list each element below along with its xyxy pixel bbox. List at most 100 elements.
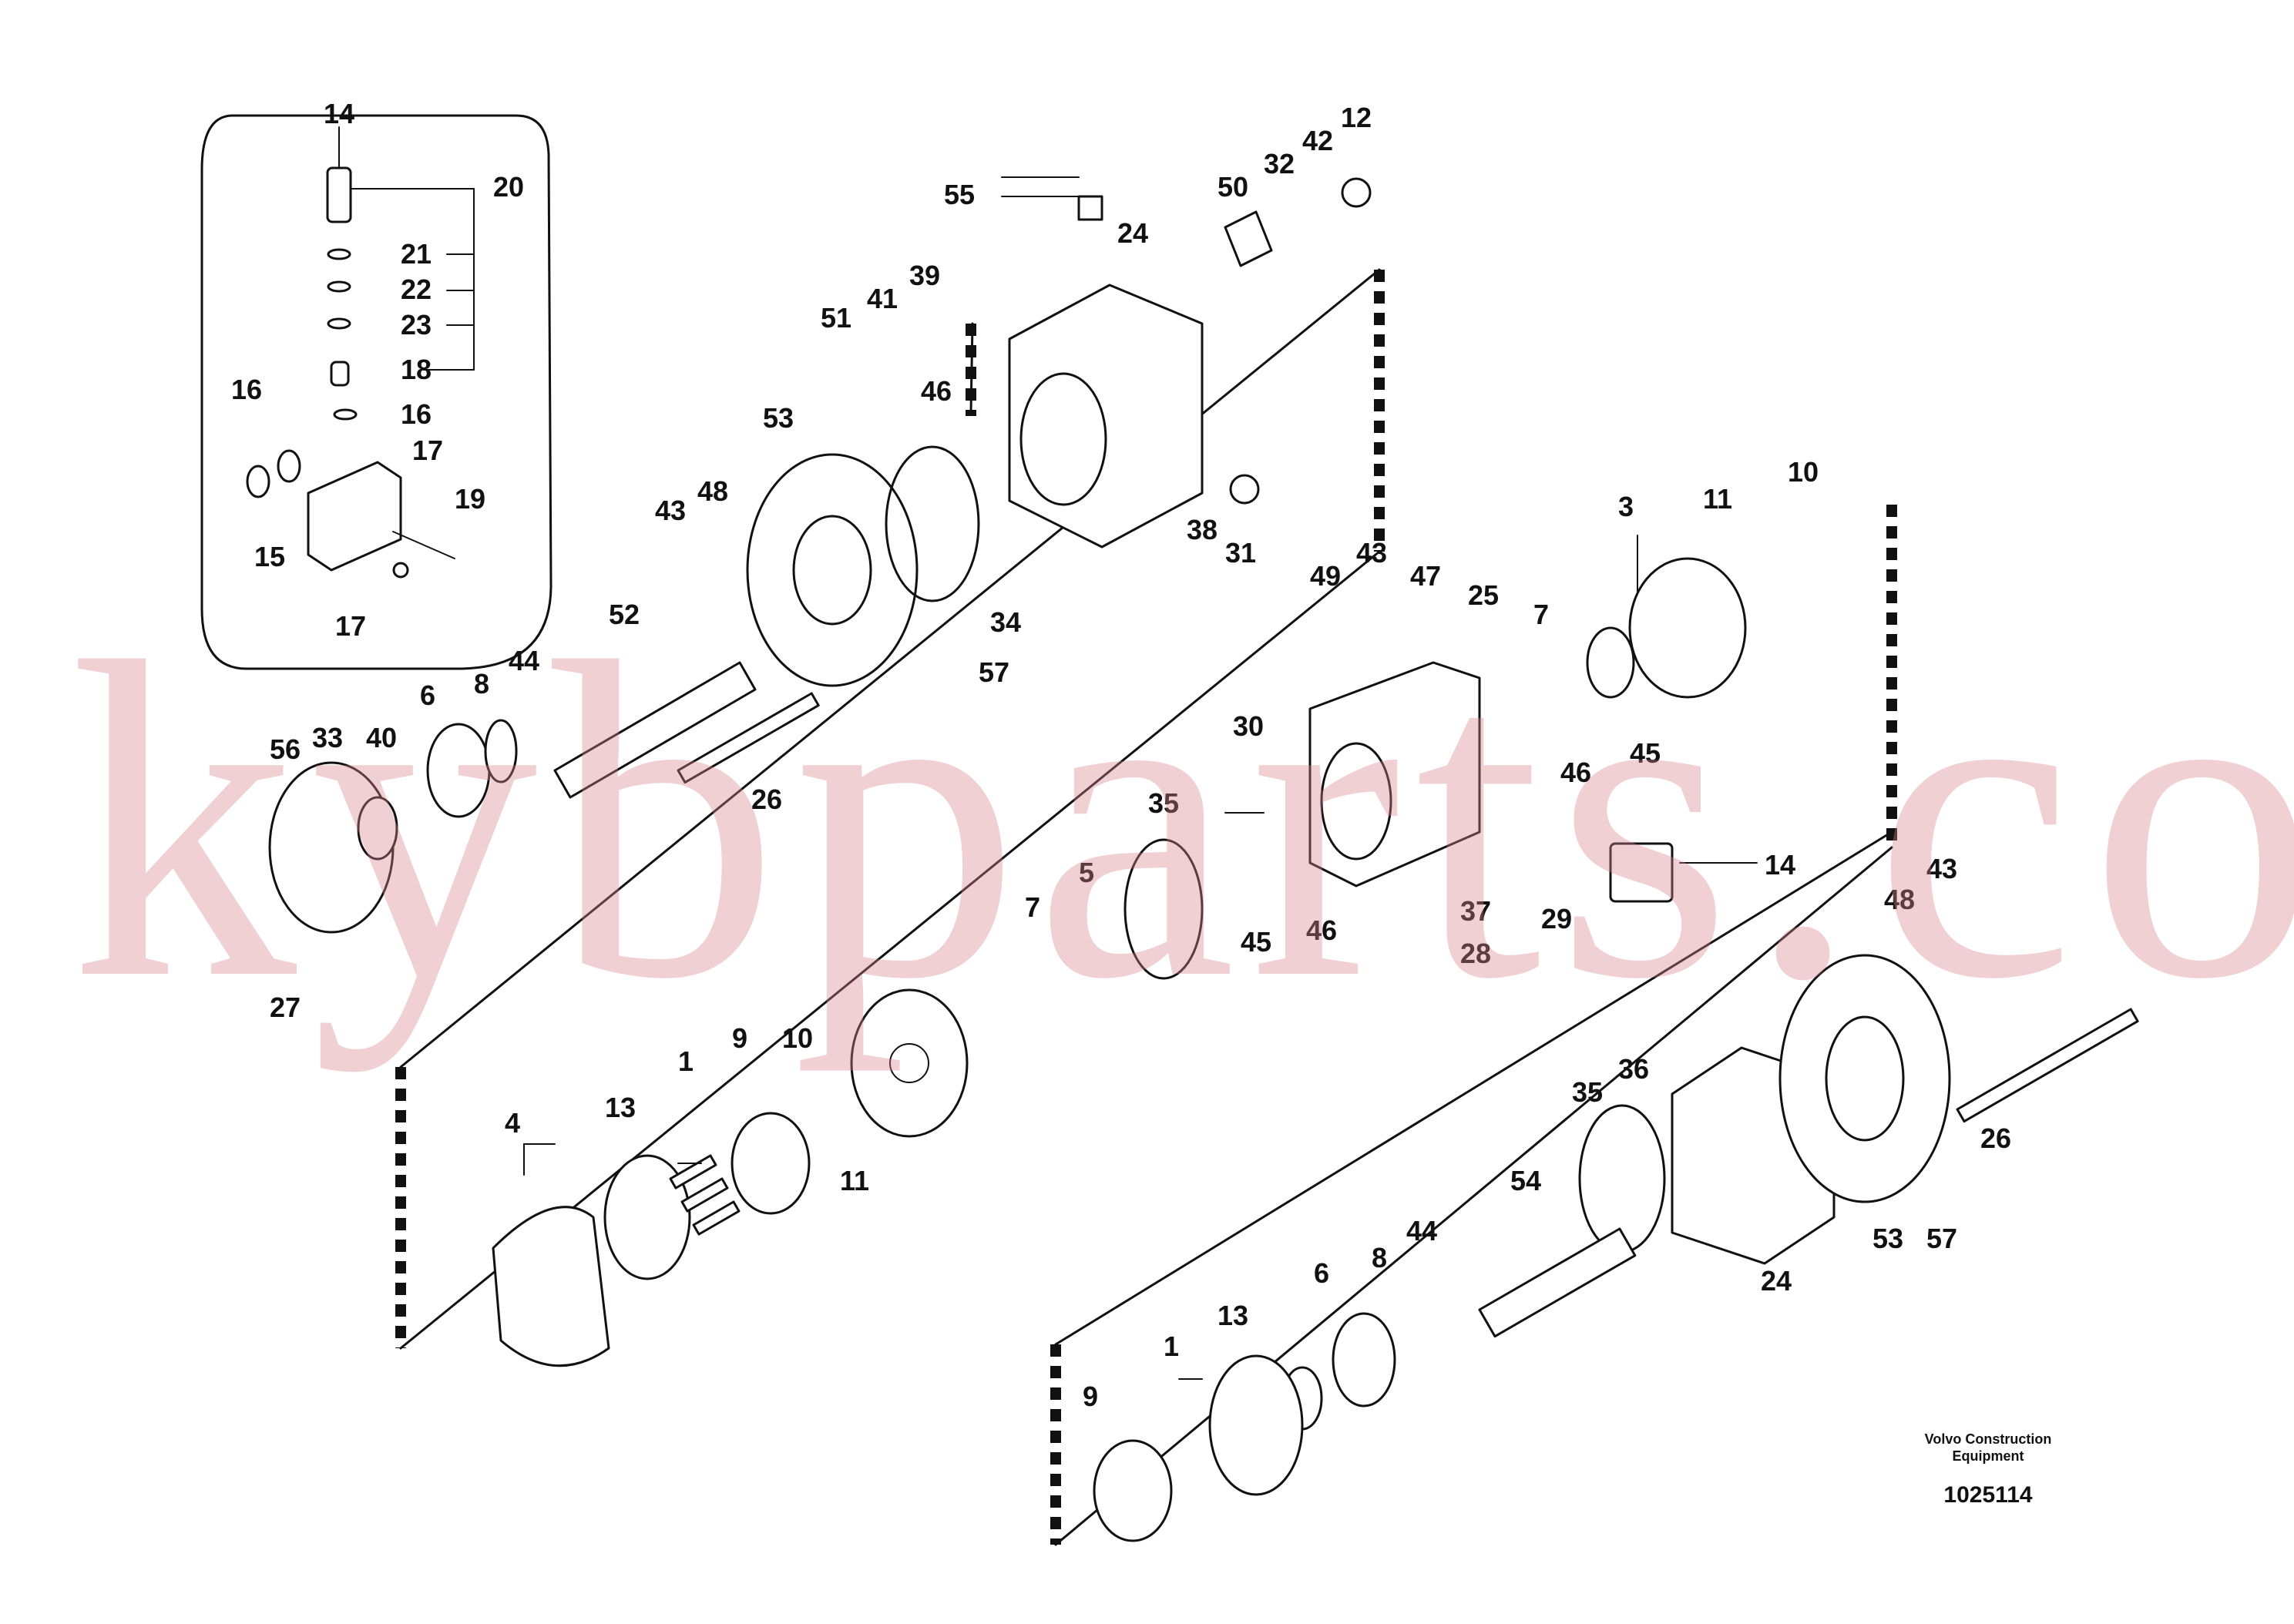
callout-32: 32 [1264, 148, 1295, 180]
callout-39: 39 [909, 260, 940, 291]
callout-40: 40 [366, 722, 397, 753]
callout-23: 23 [401, 309, 432, 341]
callout-46-right: 46 [1560, 757, 1591, 788]
upper-assembly-frame [395, 268, 1385, 1350]
callout-27: 27 [270, 992, 301, 1023]
callout-46-mid: 46 [1306, 914, 1337, 946]
callout-30: 30 [1233, 710, 1264, 742]
callout-28: 28 [1460, 938, 1491, 969]
callout-36: 36 [1618, 1053, 1649, 1085]
callout-9-right: 9 [1083, 1381, 1098, 1412]
callout-15: 15 [254, 541, 285, 572]
regulator-body-25 [1308, 661, 1481, 887]
callout-8-right: 8 [1372, 1242, 1387, 1273]
o-ring-35-right [1578, 1104, 1666, 1253]
callout-16-left: 16 [231, 374, 262, 405]
callout-45-mid: 45 [1241, 926, 1271, 958]
bolt-26 [677, 692, 820, 784]
valve-plate-9-left [731, 1112, 811, 1215]
callout-55: 55 [944, 179, 975, 210]
callout-25: 25 [1468, 579, 1499, 611]
brand-name-line1: Volvo Construction [1924, 1431, 2052, 1447]
drive-shaft-52 [553, 661, 757, 799]
callout-41: 41 [867, 283, 898, 314]
callout-10-lower: 10 [782, 1022, 813, 1054]
callout-4: 4 [505, 1107, 520, 1139]
callout-11-lower: 11 [840, 1165, 869, 1196]
callout-44-right: 44 [1406, 1215, 1437, 1247]
callout-56: 56 [270, 733, 301, 765]
callout-8-left: 8 [474, 668, 489, 700]
callout-17-lower: 17 [335, 610, 366, 642]
callout-53-right: 53 [1872, 1223, 1903, 1254]
callout-labels: 14 20 21 22 23 18 16 16 17 19 15 17 55 5… [231, 98, 2011, 1412]
callout-43-left: 43 [655, 495, 686, 526]
pistons-1-left [669, 1154, 741, 1236]
callout-48-left: 48 [697, 475, 728, 507]
callout-19: 19 [455, 483, 485, 515]
callout-1-left: 1 [678, 1045, 694, 1077]
callout-22: 22 [401, 273, 432, 305]
swash-plate-4 [492, 1206, 610, 1367]
callout-24-right: 24 [1761, 1265, 1792, 1297]
callout-42: 42 [1302, 125, 1333, 156]
thrust-plate-13-left [603, 1154, 691, 1280]
callout-34: 34 [990, 606, 1021, 638]
callout-14-top: 14 [324, 98, 354, 129]
lower-assembly-frame [1050, 505, 1897, 1546]
callout-17-upper: 17 [412, 435, 443, 466]
front-bearing-stack [268, 719, 518, 934]
leader-lines [338, 126, 1758, 1380]
callout-13-left: 13 [605, 1092, 636, 1123]
callout-26-left: 26 [751, 783, 782, 815]
pump-housing-24 [1008, 177, 1372, 549]
callout-51: 51 [821, 302, 851, 334]
callout-44-left: 44 [509, 645, 539, 676]
pump-housing-24-lower [1671, 954, 1951, 1265]
callout-48-right: 48 [1884, 884, 1915, 915]
o-ring-34 [885, 445, 980, 602]
callout-52: 52 [609, 599, 640, 630]
callout-57-right: 57 [1926, 1223, 1957, 1254]
callout-35-left: 35 [1148, 787, 1179, 819]
callout-37: 37 [1460, 895, 1491, 927]
drawing-number: 1025114 [1943, 1482, 2033, 1508]
callout-50: 50 [1218, 171, 1248, 203]
solenoid-14-right [1609, 842, 1674, 903]
callout-3: 3 [1618, 491, 1634, 522]
callout-38: 38 [1187, 514, 1218, 545]
middle-assembly-frame [966, 322, 976, 416]
callout-33: 33 [312, 722, 343, 753]
callout-13-right: 13 [1218, 1300, 1248, 1331]
callout-26-right: 26 [1980, 1122, 2011, 1154]
drive-shaft-54 [1478, 1227, 1637, 1338]
callout-45-right: 45 [1630, 737, 1661, 769]
callout-35-right: 35 [1572, 1076, 1603, 1108]
callout-53-top: 53 [763, 402, 794, 434]
callout-18: 18 [401, 354, 432, 385]
callout-20: 20 [493, 171, 524, 203]
callout-46-top: 46 [921, 375, 952, 407]
callout-43-right: 43 [1926, 853, 1957, 884]
callout-24-top: 24 [1117, 217, 1148, 249]
cylinder-block-left [850, 988, 969, 1138]
callout-43-mid: 43 [1356, 537, 1387, 569]
callout-7-lower: 7 [1025, 891, 1040, 923]
detail-inset-frame [200, 114, 553, 670]
brand-name-line2: Equipment [1952, 1448, 2024, 1464]
callout-47: 47 [1410, 560, 1441, 592]
callout-14-right: 14 [1765, 849, 1795, 881]
callout-49: 49 [1310, 560, 1341, 592]
callout-10-upper: 10 [1788, 456, 1819, 488]
callout-12: 12 [1341, 102, 1372, 133]
callout-7-upper: 7 [1533, 599, 1549, 630]
swash-piston-3 [1586, 557, 1747, 699]
callout-5: 5 [1079, 857, 1094, 888]
solenoid-valve-inset [246, 130, 455, 579]
bolt-26-lower [1956, 1008, 2139, 1123]
callout-6-left: 6 [420, 679, 435, 711]
callout-1-right: 1 [1164, 1330, 1179, 1362]
o-ring-35-left [1123, 838, 1204, 980]
